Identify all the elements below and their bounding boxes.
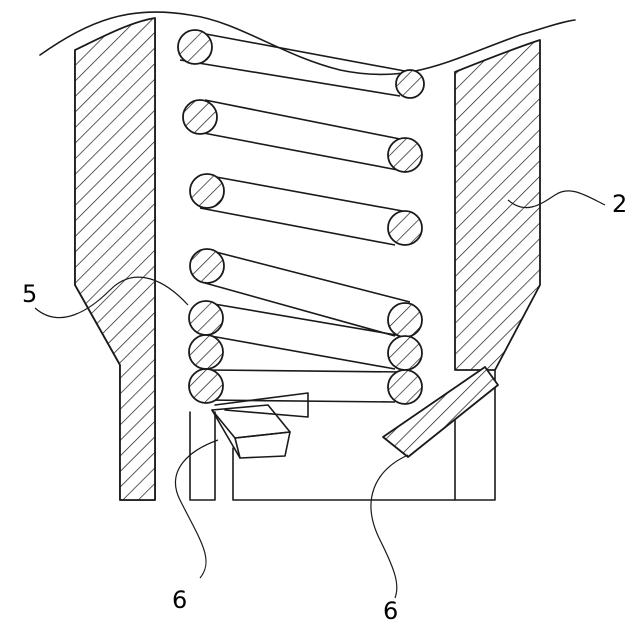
spring-coils: [178, 30, 424, 404]
leader-6-right: [371, 455, 408, 598]
label-housing: 2: [612, 190, 627, 218]
label-stop-left: 6: [172, 586, 187, 614]
leader-6-left: [175, 440, 218, 578]
label-stop-right: 6: [383, 597, 398, 625]
housing-right-wall: [455, 40, 540, 370]
housing-bottom-outline: [190, 412, 215, 500]
housing-left-wall: [75, 18, 155, 500]
label-spring: 5: [22, 280, 37, 308]
